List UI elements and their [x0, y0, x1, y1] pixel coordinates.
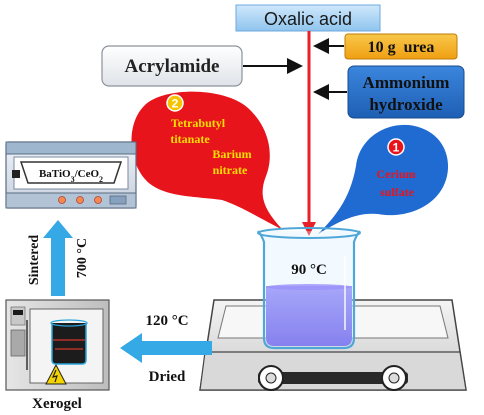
bubble-1-line2: sulfate: [380, 185, 415, 199]
dry-temperature: 120 °C: [145, 313, 188, 329]
bubble-1-number-circle: [387, 138, 405, 156]
urea-label: 10 g urea: [368, 39, 435, 56]
bubble-precursor-2: [131, 91, 283, 230]
bubble-2-number: 2: [172, 97, 179, 111]
drying-oven: [5, 299, 110, 391]
acrylamide-box: [101, 45, 243, 87]
tube-furnace: [5, 141, 137, 209]
beaker-temperature: 90 °C: [291, 262, 327, 278]
bubble-1-number: 1: [393, 141, 400, 155]
oxalic-acid-label: Oxalic acid: [264, 9, 352, 29]
ammonium-label-line1: Ammonium: [363, 73, 450, 92]
warning-sign-icon: [45, 363, 67, 385]
sinter-temperature: 700 °C: [75, 238, 90, 278]
furnace-indicator-3: [94, 196, 102, 204]
bubble-2-line1: Tetrabutyl: [171, 116, 226, 130]
bubble-2-line3: Barium: [212, 147, 251, 161]
acrylamide-label: Acrylamide: [125, 56, 220, 77]
bubble-2-line2: titanate: [170, 132, 210, 146]
xerogel-label: Xerogel: [32, 396, 82, 412]
dried-arrow: [120, 333, 212, 363]
sintered-arrow: [43, 220, 73, 296]
reaction-beaker: [257, 227, 361, 350]
furnace-indicator-2: [76, 196, 84, 204]
sample-boat: [19, 161, 123, 184]
bubble-2-line4: nitrate: [213, 163, 248, 177]
urea-box: [344, 33, 458, 60]
bubble-precursor-1: [318, 124, 449, 234]
oxalic-acid-box: [235, 4, 381, 32]
bubble-1-line1: Cerium: [376, 167, 415, 181]
sinter-label: Sintered: [27, 235, 42, 286]
dry-label: Dried: [149, 369, 186, 385]
furnace-indicator-1: [58, 196, 66, 204]
ammonium-hydroxide-box: [347, 65, 465, 119]
furnace-product-text: BaTiO3/CeO2: [39, 168, 103, 184]
bubble-2-number-circle: [166, 94, 184, 112]
ammonium-label-line2: hydroxide: [369, 95, 443, 114]
furnace-product-label: BaTiO3/CeO2: [39, 168, 103, 184]
